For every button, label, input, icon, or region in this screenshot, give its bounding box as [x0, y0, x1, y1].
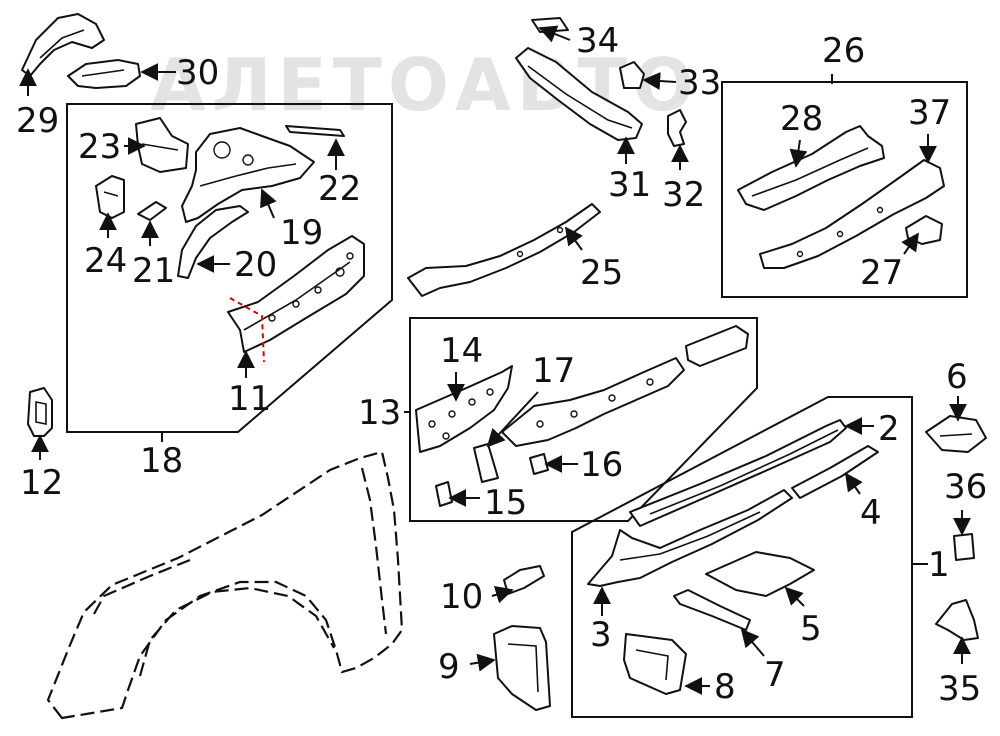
callout-33: 33 [678, 63, 721, 103]
callout-31: 31 [608, 165, 651, 205]
callout-2: 2 [878, 409, 900, 449]
callout-8: 8 [714, 667, 736, 707]
callout-6: 6 [946, 357, 968, 397]
callout-34: 34 [576, 21, 619, 61]
callout-36: 36 [944, 467, 987, 507]
part-2 [629, 419, 847, 527]
callout-29: 29 [16, 101, 59, 141]
part-29 [21, 13, 105, 77]
callout-21: 21 [132, 251, 175, 291]
callout-labels: 1 2 3 4 5 6 7 8 9 10 11 12 13 14 15 16 1… [16, 21, 987, 709]
part-31 [515, 47, 643, 141]
callout-19: 19 [280, 213, 323, 253]
part-19 [181, 127, 315, 223]
callout-25: 25 [580, 253, 623, 293]
callout-17: 17 [532, 351, 575, 391]
part-25 [407, 203, 601, 297]
group-box-1 [571, 396, 913, 718]
part-7 [673, 589, 751, 631]
part-9 [493, 625, 551, 711]
part-35 [935, 599, 979, 641]
fender-outline [46, 450, 404, 720]
callout-4: 4 [860, 493, 882, 533]
group-box-18 [66, 103, 393, 433]
callout-15: 15 [484, 483, 527, 523]
part-15 [435, 481, 453, 507]
callout-7: 7 [764, 655, 786, 695]
callout-28: 28 [780, 99, 823, 139]
group-box-13 [409, 317, 758, 522]
callout-22: 22 [318, 169, 361, 209]
callout-35: 35 [938, 669, 981, 709]
part-17 [501, 357, 685, 447]
callout-11: 11 [228, 379, 271, 419]
part-28 [737, 125, 885, 211]
callout-37: 37 [908, 93, 951, 133]
part-27 [905, 215, 943, 245]
callout-30: 30 [176, 53, 219, 93]
part-34 [531, 17, 569, 33]
part-36 [953, 533, 975, 561]
callout-12: 12 [20, 463, 63, 503]
callout-24: 24 [84, 241, 127, 281]
part-13-rail [685, 325, 749, 367]
part-32 [667, 109, 687, 147]
part-5 [705, 551, 815, 597]
callout-14: 14 [440, 331, 483, 371]
part-6 [925, 415, 987, 453]
group-box-26 [721, 81, 968, 298]
part-4 [791, 445, 879, 499]
part-3 [587, 489, 793, 587]
callout-5: 5 [800, 609, 822, 649]
part-16 [529, 453, 549, 475]
part-30 [67, 59, 141, 89]
part-24 [95, 175, 125, 219]
leader-lines [19, 25, 971, 695]
callout-23: 23 [78, 127, 121, 167]
cut-line [229, 297, 265, 363]
part-8 [623, 633, 687, 695]
callout-10: 10 [440, 577, 483, 617]
callout-27: 27 [860, 253, 903, 293]
callout-16: 16 [580, 445, 623, 485]
part-33 [619, 61, 645, 89]
part-22 [285, 125, 345, 137]
callout-1: 1 [928, 545, 950, 585]
part-14 [415, 365, 513, 453]
callout-13: 13 [358, 393, 401, 433]
part-17-bracket [473, 443, 499, 483]
callout-32: 32 [662, 175, 705, 215]
callout-3: 3 [590, 615, 612, 655]
callout-20: 20 [234, 245, 277, 285]
part-20 [177, 205, 249, 279]
part-21 [137, 201, 167, 221]
part-12 [27, 387, 53, 437]
callout-18: 18 [140, 441, 183, 481]
callout-26: 26 [822, 31, 865, 71]
callout-9: 9 [438, 647, 460, 687]
part-37 [759, 159, 945, 269]
